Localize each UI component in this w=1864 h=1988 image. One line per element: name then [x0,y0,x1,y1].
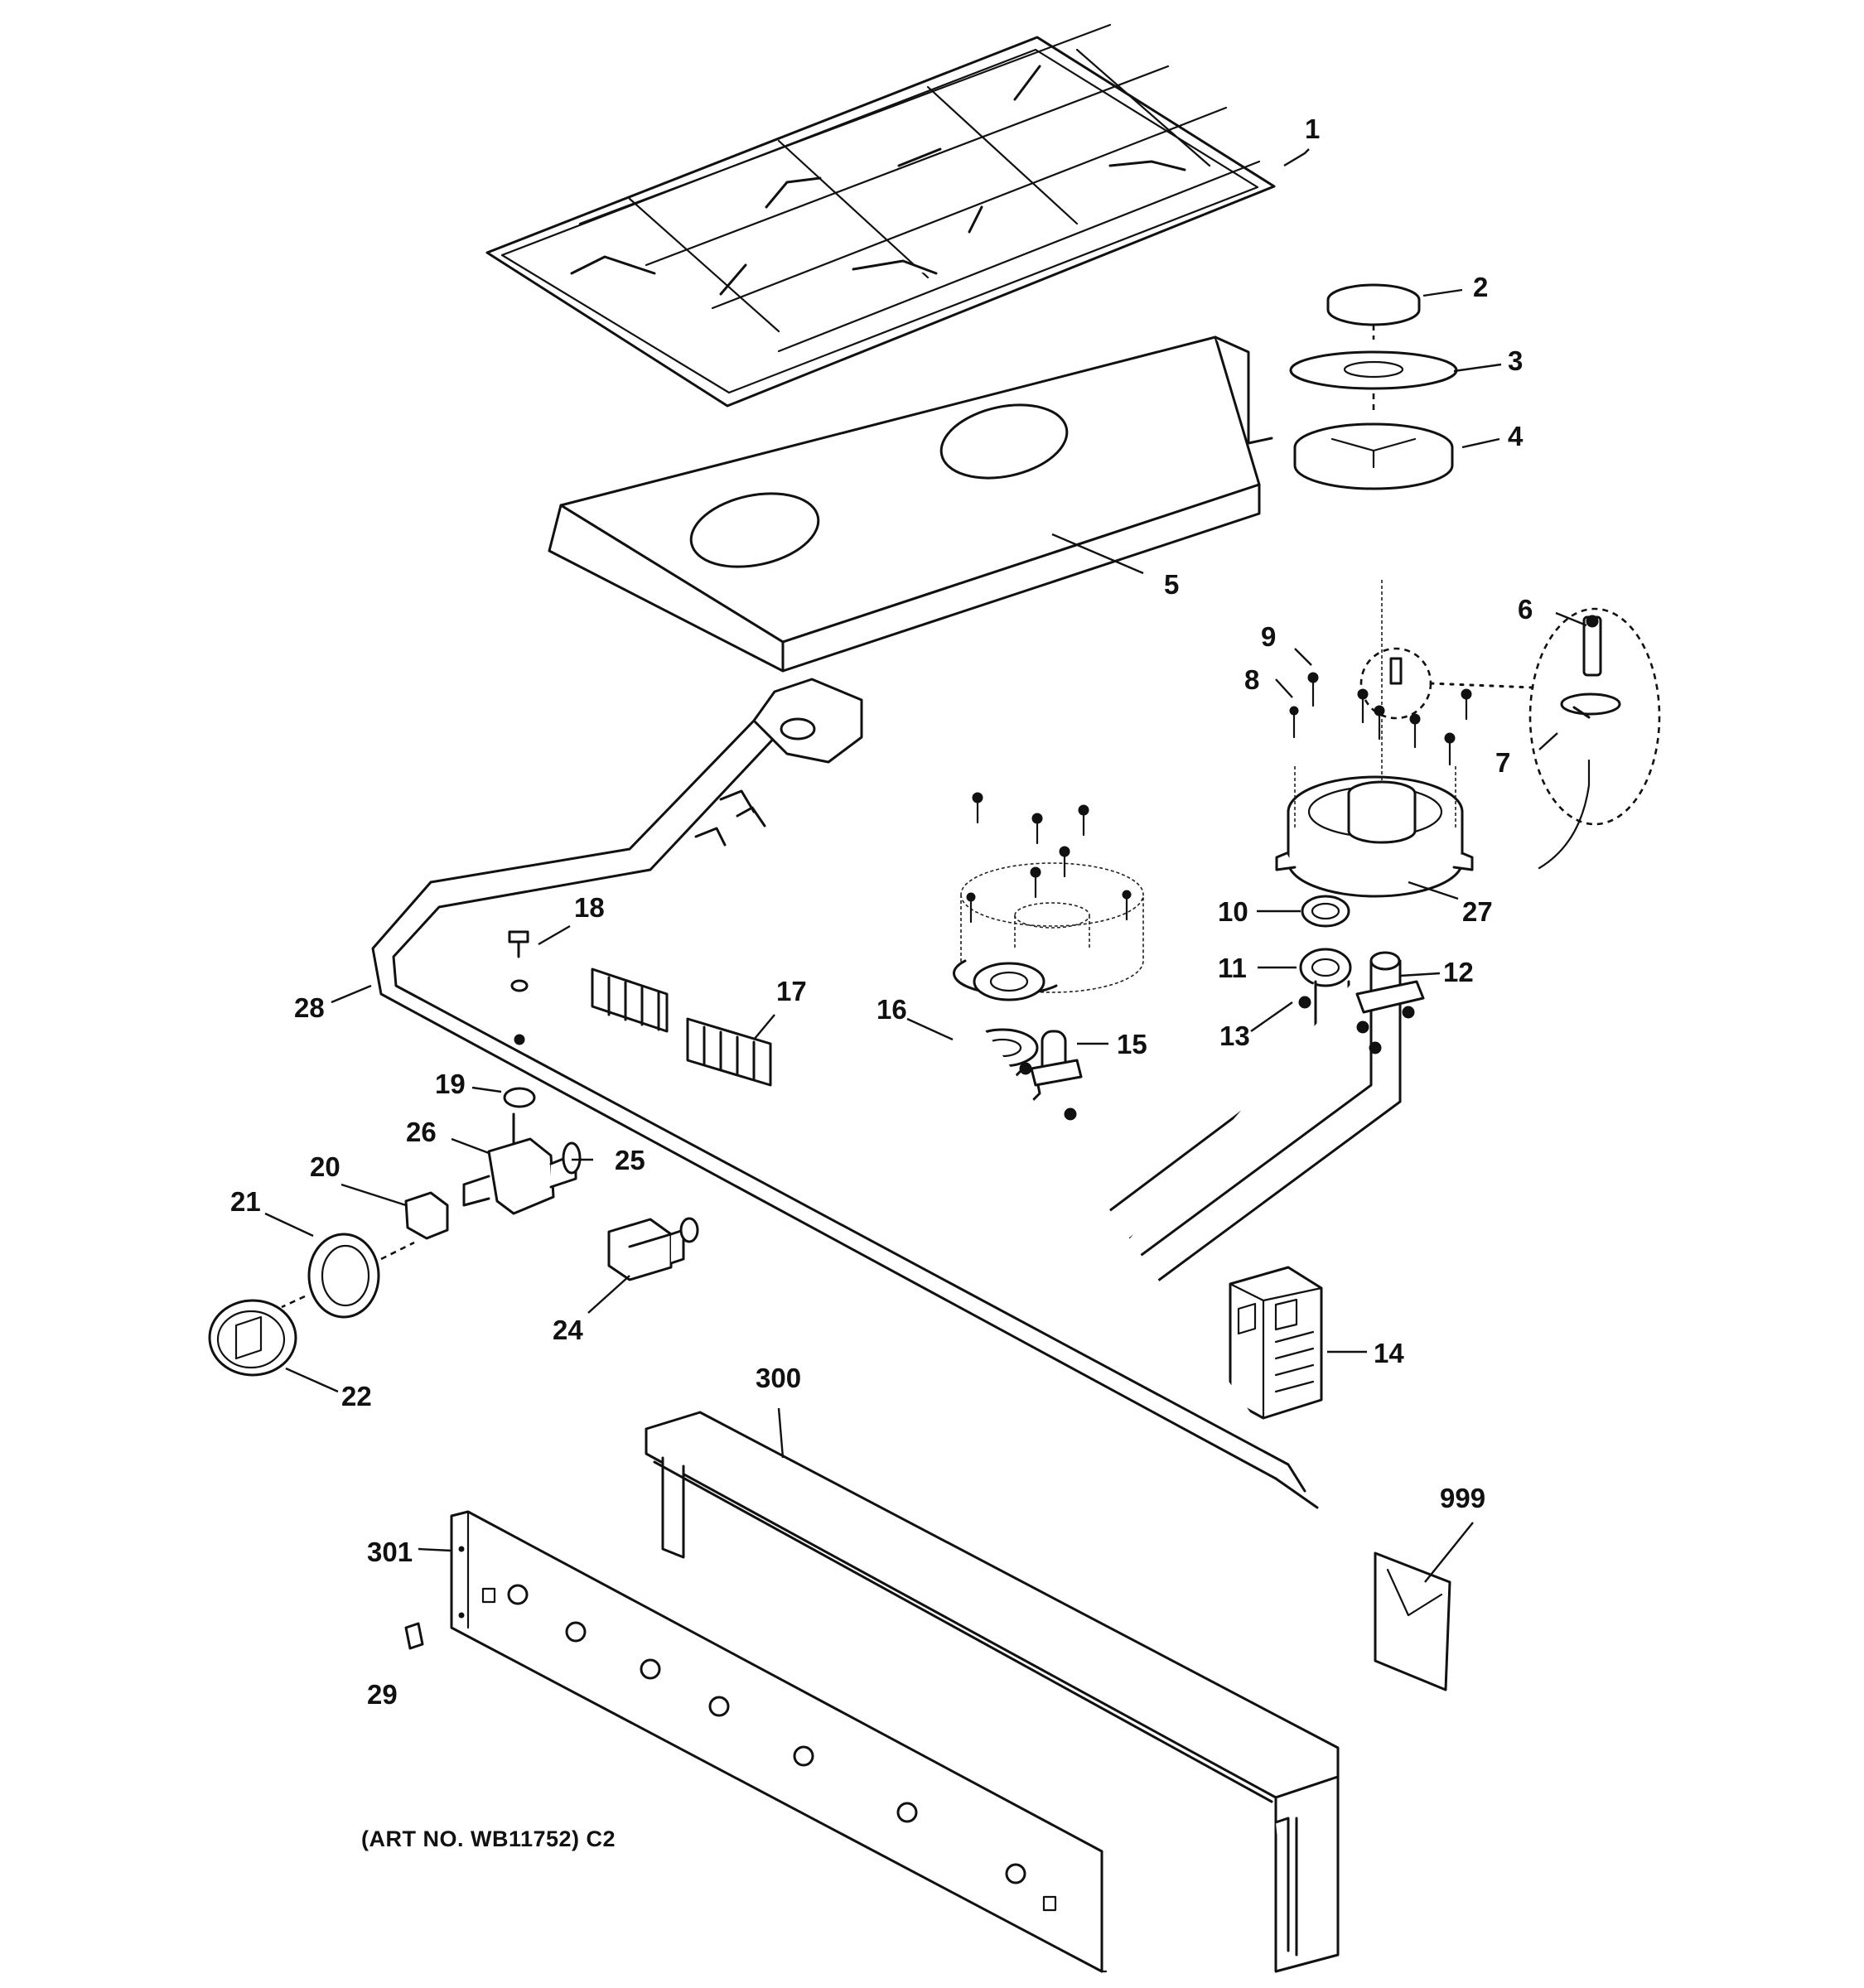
callout-26: 26 [406,1117,437,1147]
terminal-block-part-17 [591,967,772,1087]
callout-6: 6 [1518,594,1533,625]
callout-17: 17 [776,976,807,1006]
housing-screws-part-8-9 [1289,672,1472,766]
callout-24: 24 [553,1315,583,1345]
callout-20: 20 [310,1151,340,1182]
burner-housing-part-27 [1275,580,1474,898]
callout-14: 14 [1374,1338,1404,1368]
callout-15: 15 [1117,1029,1147,1059]
grate-part-1 [485,23,1276,408]
callout-8: 8 [1244,664,1259,695]
callout-16: 16 [876,994,907,1025]
callout-12: 12 [1443,957,1474,987]
callout-18: 18 [574,892,605,923]
leader-lines [264,148,1587,1583]
callout-1: 1 [1305,113,1320,144]
art-number-caption: (ART NO. WB11752) C2 [361,1826,616,1851]
callout-29: 29 [367,1679,398,1710]
bezel-part-20 [404,1191,449,1240]
spark-module-part-14 [1229,1266,1323,1420]
control-panel-part-301 [450,1510,1108,1973]
literature-envelope-part-999 [1374,1551,1451,1691]
callout-11: 11 [1218,953,1247,983]
burner-cap-part-2 [1326,283,1421,340]
callout-300: 300 [756,1363,801,1393]
push-switch-part-24 [607,1217,699,1281]
knob-ring-part-21 [281,1233,415,1319]
control-knob-part-22 [208,1299,297,1377]
callout-2: 2 [1473,272,1488,302]
callout-21: 21 [230,1186,261,1217]
callout-301: 301 [367,1537,413,1567]
burner-base-part-4 [1293,422,1454,490]
callout-28: 28 [294,992,325,1023]
callout-labels: 1 2 3 4 5 6 7 8 9 10 11 12 13 14 15 16 1… [230,113,1533,1710]
valve-assembly-part-19-25-26 [462,1087,582,1215]
callout-7: 7 [1495,747,1510,778]
gas-manifold-part-28 [371,678,1319,1509]
cooktop-panel-part-5 [548,335,1273,673]
callout-9: 9 [1261,621,1276,652]
callout-13: 13 [1219,1021,1250,1051]
callout-999: 999 [1440,1483,1485,1513]
callout-3: 3 [1508,345,1523,376]
gasket-part-10 [1301,895,1350,928]
screw-part-18 [508,930,529,992]
igniter-detail-part-6-7 [1359,607,1661,870]
clip-part-29 [404,1622,424,1650]
trim-part-300 [645,1411,1340,1973]
callout-10: 10 [1218,896,1248,927]
callout-5: 5 [1164,569,1179,600]
ghost-burner-housing [953,792,1144,1001]
callout-27: 27 [1462,896,1493,927]
burner-head-part-3 [1289,350,1458,414]
callout-4: 4 [1508,421,1524,451]
callout-25: 25 [615,1145,645,1175]
callout-19: 19 [435,1069,466,1099]
callout-22: 22 [341,1381,372,1411]
